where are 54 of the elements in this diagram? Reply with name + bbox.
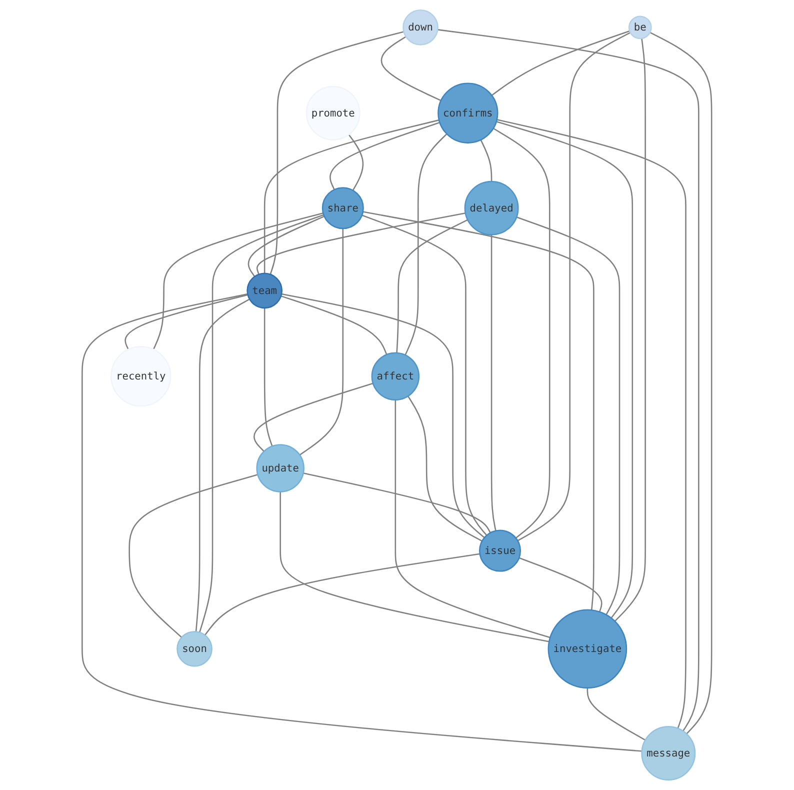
connector: [264, 308, 273, 446]
connector: [493, 128, 550, 539]
node-circle: delayed: [464, 180, 519, 236]
connector: [280, 492, 550, 642]
connector: [256, 212, 466, 275]
connector: [480, 140, 492, 182]
connector: [496, 119, 687, 729]
connector: [438, 29, 700, 732]
connector: [82, 293, 642, 752]
connector: [518, 557, 602, 612]
connector: [614, 38, 646, 622]
connector: [381, 36, 442, 102]
connector: [408, 396, 482, 542]
connector: [330, 122, 440, 190]
connector: [128, 474, 258, 638]
connector: [362, 211, 594, 610]
node-circle: promote: [306, 86, 360, 140]
node-circle: soon: [176, 631, 213, 667]
connector: [492, 30, 630, 96]
connector: [491, 234, 496, 531]
connector: [204, 553, 480, 636]
node-circle: issue: [479, 530, 522, 572]
connector: [404, 134, 448, 356]
node-circle: recently: [110, 346, 172, 407]
node-circle: confirms: [438, 82, 498, 144]
connector: [396, 219, 468, 353]
connector: [496, 120, 634, 618]
node-circle: be: [628, 16, 652, 40]
connector: [199, 214, 324, 633]
connector: [516, 216, 620, 616]
connector: [299, 228, 344, 456]
node-circle: update: [256, 444, 305, 492]
node-circle: team: [246, 272, 283, 309]
connector: [518, 32, 631, 542]
connector: [303, 472, 492, 534]
connector: [254, 382, 374, 452]
node-circle: down: [402, 10, 439, 46]
node-circle: share: [322, 187, 364, 230]
node-circle: message: [641, 726, 696, 780]
node-circle: investigate: [548, 609, 628, 689]
connector: [282, 293, 485, 538]
connector: [650, 32, 712, 734]
connector: [362, 214, 488, 536]
connector: [270, 31, 404, 275]
connector: [586, 688, 646, 741]
connector: [264, 119, 440, 274]
connector: [394, 400, 550, 638]
connector: [124, 294, 248, 350]
connector: [248, 216, 325, 277]
connector: [280, 295, 388, 355]
connector: [196, 298, 250, 632]
connector: [153, 212, 324, 350]
connector: [348, 134, 364, 191]
node-circle: affect: [371, 352, 420, 400]
